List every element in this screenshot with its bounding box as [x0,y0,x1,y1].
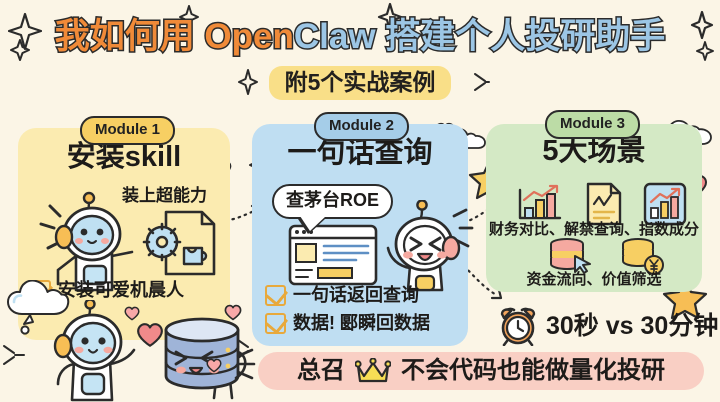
page-title-orange: 我如何用 Open [53,16,295,58]
sparkle-icon [3,345,25,365]
module-1-sublabel: 装上超能力 [122,186,207,205]
alarm-clock-icon [500,307,536,346]
banner-prefix: 总召 [297,357,345,384]
module-2-check-row-1: 数据! 郾瞬回数据 [265,312,430,334]
check-icon [265,312,286,334]
module-1-badge: Module 1 [80,116,176,145]
module-3-caption-0: 财务对比、解禁查询、指数成分 [488,221,699,238]
page-title-blue: Claw 搭建个人投研助手 [292,16,666,58]
module-3-time-compare-row: 30秒 vs 30分钟 [498,306,718,346]
crown-icon [355,358,391,383]
sparkle-icon [237,339,249,359]
page-title: 我如何用 OpenClaw 搭建个人投研助手 [0,16,720,58]
subtitle-badge: 附5个实战案例 [268,66,452,100]
heart-icon [206,358,222,373]
module-1-check-label-0: 安装可爱机晨人 [58,280,184,300]
bottom-banner: 总召 不会代码也能做量化投研 [258,352,704,390]
module-2-badge: Module 2 [314,112,410,141]
module-2-speech-bubble: 查茅台ROE [272,184,394,219]
check-icon [265,284,286,306]
module-3-caption-1: 资金流向、价值筛选 [526,271,662,288]
module-2-check-label-0: 一句话返回查询 [293,285,419,305]
banner-text: 不会代码也能做量化投研 [401,357,665,384]
module-1-check-row-0: 安装可爱机晨人 [30,279,184,301]
module-1-title: 安装skill [66,141,182,173]
module-3-title: 5大场景 [542,135,646,167]
module-3-badge: Module 3 [545,110,641,139]
module-2-title: 一句话查询 [287,137,433,169]
module-3-time-compare-label: 30秒 vs 30分钟 [546,312,719,340]
module-2-check-row-0: 一句话返回查询 [265,284,419,306]
subtitle-container: 附5个实战案例 [0,66,720,100]
module-2-check-label-1: 数据! 郾瞬回数据 [293,313,430,333]
check-icon [30,279,51,301]
